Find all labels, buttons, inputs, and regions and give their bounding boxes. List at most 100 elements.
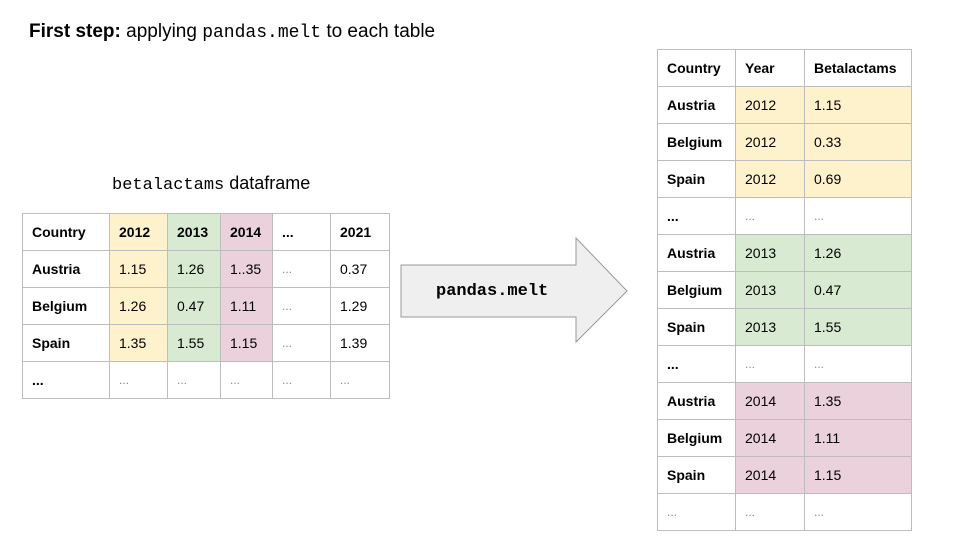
wide-country-cell: ... [22,361,110,399]
heading-prefix: applying [126,21,197,42]
wide-caption-code: betalactams [112,176,225,195]
wide-table-row: Austria 1.15 1.26 1..35 ... 0.37 [22,250,390,288]
long-year-cell: 2014 [735,456,805,494]
long-table-row: Spain 2012 0.69 [657,160,912,198]
long-value-cell: 1.35 [804,382,912,420]
long-year-cell: 2013 [735,234,805,272]
wide-value-cell: ... [330,361,390,399]
long-table-row: Austria 2012 1.15 [657,86,912,124]
long-country-cell: ... [657,197,736,235]
long-year-cell: 2012 [735,160,805,198]
long-table-row: Spain 2013 1.55 [657,308,912,346]
wide-value-cell: ... [272,361,331,399]
wide-value-cell: 1.55 [167,324,221,362]
heading-code: pandas.melt [202,23,322,43]
wide-value-cell: ... [109,361,168,399]
wide-value-cell: 1.15 [220,324,273,362]
long-year-cell: ... [735,197,805,235]
long-header-cell: Betalactams [804,49,912,87]
long-year-cell: 2014 [735,382,805,420]
page-heading: First step: applying pandas.melt to each… [29,20,435,45]
long-value-cell: 1.15 [804,456,912,494]
long-year-cell: 2012 [735,86,805,124]
wide-table-row: Belgium 1.26 0.47 1.11 ... 1.29 [22,287,390,325]
wide-header-row: Country 2012 2013 2014 ... 2021 [22,213,390,251]
long-table-row: ... ... ... [657,197,912,235]
long-country-cell: Austria [657,86,736,124]
wide-header-cell: 2021 [330,213,390,251]
long-country-cell: Spain [657,456,736,494]
long-country-cell: Belgium [657,123,736,161]
wide-value-cell: ... [220,361,273,399]
long-country-cell: Austria [657,382,736,420]
long-table-row: Spain 2014 1.15 [657,456,912,494]
long-table-row: ... ... ... [657,493,912,531]
heading-suffix: to each table [326,21,436,42]
long-country-cell: Spain [657,160,736,198]
long-country-cell: ... [657,345,736,383]
long-header-row: Country Year Betalactams [657,49,912,87]
long-value-cell: 1.15 [804,86,912,124]
wide-value-cell: 1.15 [109,250,168,288]
long-year-cell: 2013 [735,308,805,346]
wide-header-cell: Country [22,213,110,251]
wide-country-cell: Spain [22,324,110,362]
long-year-cell: 2014 [735,419,805,457]
wide-value-cell: ... [272,250,331,288]
long-value-cell: ... [804,493,912,531]
wide-header-cell: 2012 [109,213,168,251]
wide-value-cell: 0.47 [167,287,221,325]
long-value-cell: 0.69 [804,160,912,198]
long-country-cell: ... [657,493,736,531]
long-year-cell: ... [735,345,805,383]
long-year-cell: ... [735,493,805,531]
long-table-row: Belgium 2014 1.11 [657,419,912,457]
wide-country-cell: Austria [22,250,110,288]
wide-value-cell: 1.26 [167,250,221,288]
long-year-cell: 2013 [735,271,805,309]
long-country-cell: Belgium [657,271,736,309]
wide-header-cell: 2013 [167,213,221,251]
wide-value-cell: 1.29 [330,287,390,325]
long-country-cell: Austria [657,234,736,272]
wide-value-cell: ... [272,287,331,325]
long-value-cell: 0.47 [804,271,912,309]
long-value-cell: 1.11 [804,419,912,457]
wide-value-cell: 1.11 [220,287,273,325]
heading-bold: First step: [29,21,121,42]
wide-value-cell: 1.26 [109,287,168,325]
wide-header-cell: ... [272,213,331,251]
wide-caption-text: dataframe [229,173,311,193]
wide-table: Country 2012 2013 2014 ... 2021 Austria … [22,213,390,399]
melt-arrow-icon [400,237,628,344]
melt-arrow-label: pandas.melt [436,282,549,301]
wide-table-row: Spain 1.35 1.55 1.15 ... 1.39 [22,324,390,362]
long-value-cell: 0.33 [804,123,912,161]
wide-table-caption: betalactams dataframe [112,172,310,197]
wide-table-row: ... ... ... ... ... ... [22,361,390,399]
wide-value-cell: 1..35 [220,250,273,288]
wide-value-cell: ... [167,361,221,399]
long-table-row: Austria 2013 1.26 [657,234,912,272]
long-value-cell: 1.55 [804,308,912,346]
long-country-cell: Spain [657,308,736,346]
wide-value-cell: 1.39 [330,324,390,362]
wide-country-cell: Belgium [22,287,110,325]
long-table: Country Year Betalactams Austria 2012 1.… [657,49,912,531]
long-value-cell: 1.26 [804,234,912,272]
wide-value-cell: ... [272,324,331,362]
long-value-cell: ... [804,197,912,235]
long-value-cell: ... [804,345,912,383]
long-header-cell: Country [657,49,736,87]
long-country-cell: Belgium [657,419,736,457]
long-header-cell: Year [735,49,805,87]
wide-header-cell: 2014 [220,213,273,251]
long-table-row: Belgium 2013 0.47 [657,271,912,309]
long-table-row: ... ... ... [657,345,912,383]
long-table-row: Belgium 2012 0.33 [657,123,912,161]
wide-value-cell: 0.37 [330,250,390,288]
long-year-cell: 2012 [735,123,805,161]
long-table-row: Austria 2014 1.35 [657,382,912,420]
melt-arrow-shape [400,237,628,344]
wide-value-cell: 1.35 [109,324,168,362]
